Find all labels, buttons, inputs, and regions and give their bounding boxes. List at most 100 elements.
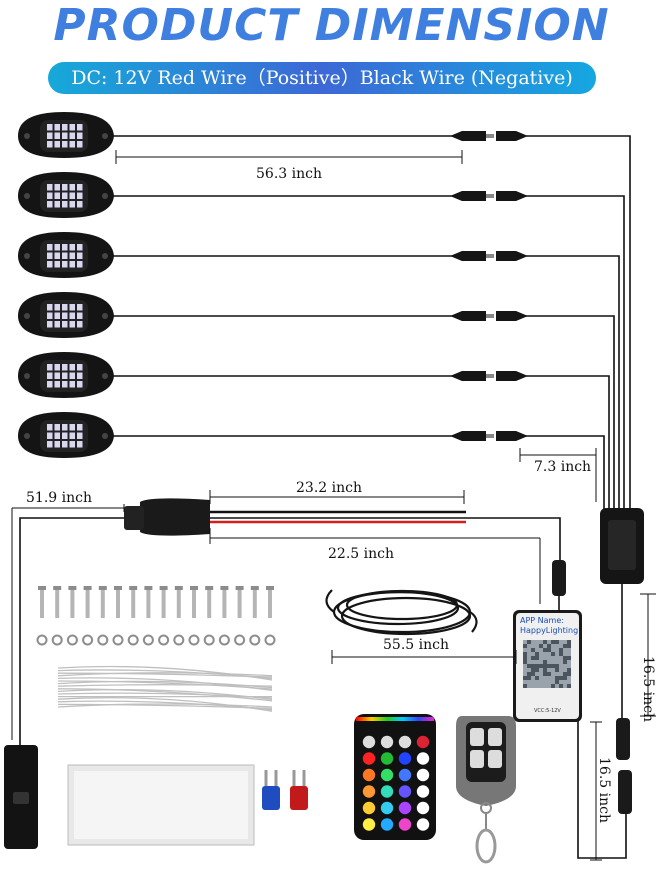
remote-key[interactable] — [398, 768, 412, 782]
label-controller-hub: 16.5 inch — [640, 656, 656, 722]
dim-red-wire — [209, 528, 541, 604]
qr-cell — [523, 684, 527, 688]
remote-key[interactable] — [380, 752, 394, 765]
qr-cell — [531, 668, 535, 672]
qr-cell — [567, 640, 571, 644]
mounting-screws — [36, 586, 276, 646]
qr-cell — [551, 664, 555, 668]
remote-key[interactable] — [380, 735, 394, 749]
remote-key[interactable] — [380, 785, 394, 798]
switch-cable — [19, 517, 124, 745]
controller-cable — [210, 517, 566, 612]
adhesive-pad — [67, 764, 255, 846]
qr-cell — [535, 664, 539, 668]
screw — [234, 586, 246, 646]
qr-cell — [567, 668, 571, 672]
rock-light-pods — [18, 112, 114, 458]
screw — [188, 586, 200, 646]
qr-cell — [531, 664, 535, 668]
ir-remote — [354, 714, 436, 840]
qr-cell — [523, 644, 527, 648]
remote-key[interactable] — [398, 735, 412, 749]
qr-cell — [539, 644, 543, 648]
remote-key[interactable] — [362, 768, 376, 782]
qr-cell — [531, 648, 535, 652]
qr-cell — [523, 660, 527, 664]
hub-cables — [577, 584, 627, 859]
qr-cell — [527, 640, 531, 644]
rock-light-pod — [18, 292, 114, 338]
zip-tie — [57, 684, 273, 687]
bluetooth-controller — [513, 610, 582, 722]
remote-key[interactable] — [416, 785, 430, 798]
remote-key[interactable] — [416, 801, 430, 815]
remote-key[interactable] — [416, 768, 430, 782]
extension-cable-coil — [325, 589, 478, 636]
qr-cell — [559, 652, 563, 656]
qr-cell — [563, 676, 567, 680]
screw — [264, 586, 276, 646]
label-extension: 55.5 inch — [383, 637, 449, 653]
screw — [51, 586, 63, 646]
screw — [142, 586, 154, 646]
screw — [66, 586, 78, 646]
qr-cell — [567, 644, 571, 648]
remote-key[interactable] — [398, 752, 412, 765]
qr-cell — [555, 680, 559, 684]
remote-key[interactable] — [398, 801, 412, 815]
remote-key[interactable] — [416, 752, 430, 765]
dim-pod-lead — [115, 150, 463, 164]
wire-hub — [600, 508, 644, 584]
rock-light-pod — [18, 112, 114, 158]
wire-connectors — [450, 131, 528, 441]
remote-key[interactable] — [362, 735, 376, 749]
qr-cell — [559, 676, 563, 680]
dim-extension — [331, 650, 517, 664]
qr-cell — [543, 660, 547, 664]
qr-cell — [531, 656, 535, 660]
zip-tie — [57, 703, 273, 708]
wire-connector — [450, 311, 528, 321]
screw — [173, 586, 185, 646]
qr-cell — [547, 672, 551, 676]
dim-controller-tail — [590, 721, 602, 861]
wire-connector — [450, 431, 528, 441]
zip-ties — [57, 665, 273, 712]
wire-connector — [450, 371, 528, 381]
page-title: PRODUCT DIMENSION — [53, 0, 610, 51]
qr-cell — [547, 648, 551, 652]
pod-wires — [112, 135, 631, 510]
qr-cell — [535, 668, 539, 672]
screw — [218, 586, 230, 646]
wire-connector — [450, 251, 528, 261]
remote-key[interactable] — [362, 785, 376, 798]
rock-light-pod — [18, 172, 114, 218]
qr-cell — [563, 656, 567, 660]
screw — [203, 586, 215, 646]
remote-key[interactable] — [416, 735, 430, 749]
qr-cell — [547, 644, 551, 648]
remote-key[interactable] — [398, 818, 412, 831]
wire-connector — [450, 191, 528, 201]
qr-cell — [551, 640, 555, 644]
power-wires — [210, 510, 466, 524]
remote-key[interactable] — [362, 818, 376, 831]
qr-cell — [567, 684, 571, 688]
inline-connector — [124, 498, 210, 536]
remote-key[interactable] — [380, 818, 394, 831]
wire-connector — [450, 131, 528, 141]
screw — [82, 586, 94, 646]
qr-cell — [547, 664, 551, 668]
remote-key[interactable] — [380, 801, 394, 815]
qr-cell — [543, 668, 547, 672]
qr-cell — [567, 672, 571, 676]
remote-key[interactable] — [362, 752, 376, 765]
remote-key[interactable] — [416, 818, 430, 831]
qr-cell — [523, 652, 527, 656]
rock-light-pod — [18, 352, 114, 398]
spade-terminals — [262, 770, 308, 810]
remote-key[interactable] — [398, 785, 412, 798]
remote-key[interactable] — [380, 768, 394, 782]
remote-key[interactable] — [362, 801, 376, 815]
